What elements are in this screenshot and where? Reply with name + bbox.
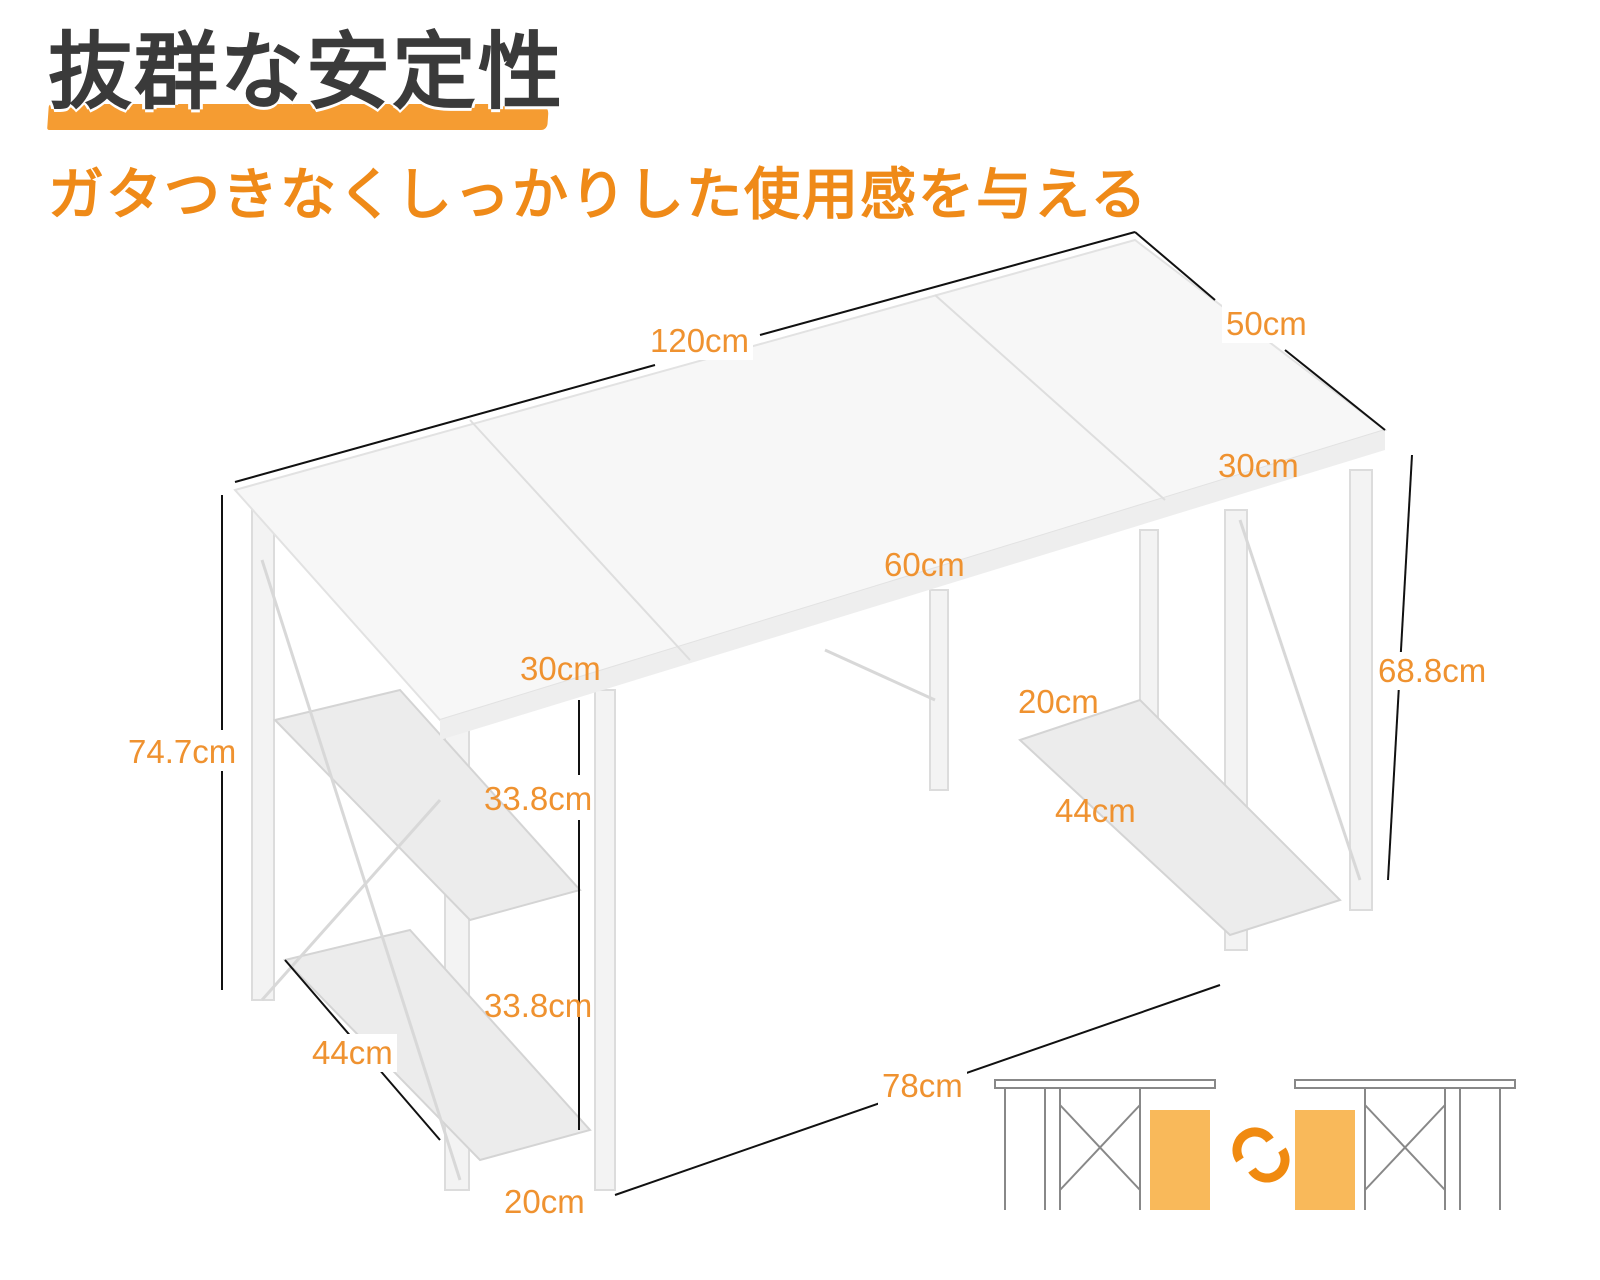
dim-right-shelf-width: 44cm: [1055, 792, 1136, 829]
dim-left-section-width: 30cm: [520, 650, 601, 687]
dim-depth-total: 50cm: [1222, 305, 1311, 343]
dim-left-shelf-width: 44cm: [308, 1034, 397, 1072]
dim-leg-span: 78cm: [878, 1067, 967, 1105]
title-block: 抜群な安定性: [47, 23, 565, 130]
dim-height-right: 68.8cm: [1374, 652, 1491, 690]
dim-height-left: 74.7cm: [124, 733, 241, 771]
dim-left-shelf-depth: 20cm: [500, 1183, 589, 1221]
dim-width-total: 120cm: [646, 322, 754, 360]
dim-shelf-spacing-lower: 33.8cm: [484, 987, 593, 1024]
dim-middle-width: 60cm: [884, 546, 965, 583]
swap-arrows-icon: [1232, 1127, 1290, 1183]
dim-right-shelf-depth: 20cm: [1018, 683, 1099, 720]
dim-depth-right-section: 30cm: [1218, 447, 1299, 484]
dim-shelf-spacing-upper: 33.8cm: [484, 780, 593, 817]
page-subtitle: ガタつきなくしっかりした使用感を与える: [48, 163, 1149, 228]
page-title: 抜群な安定性: [48, 23, 565, 121]
